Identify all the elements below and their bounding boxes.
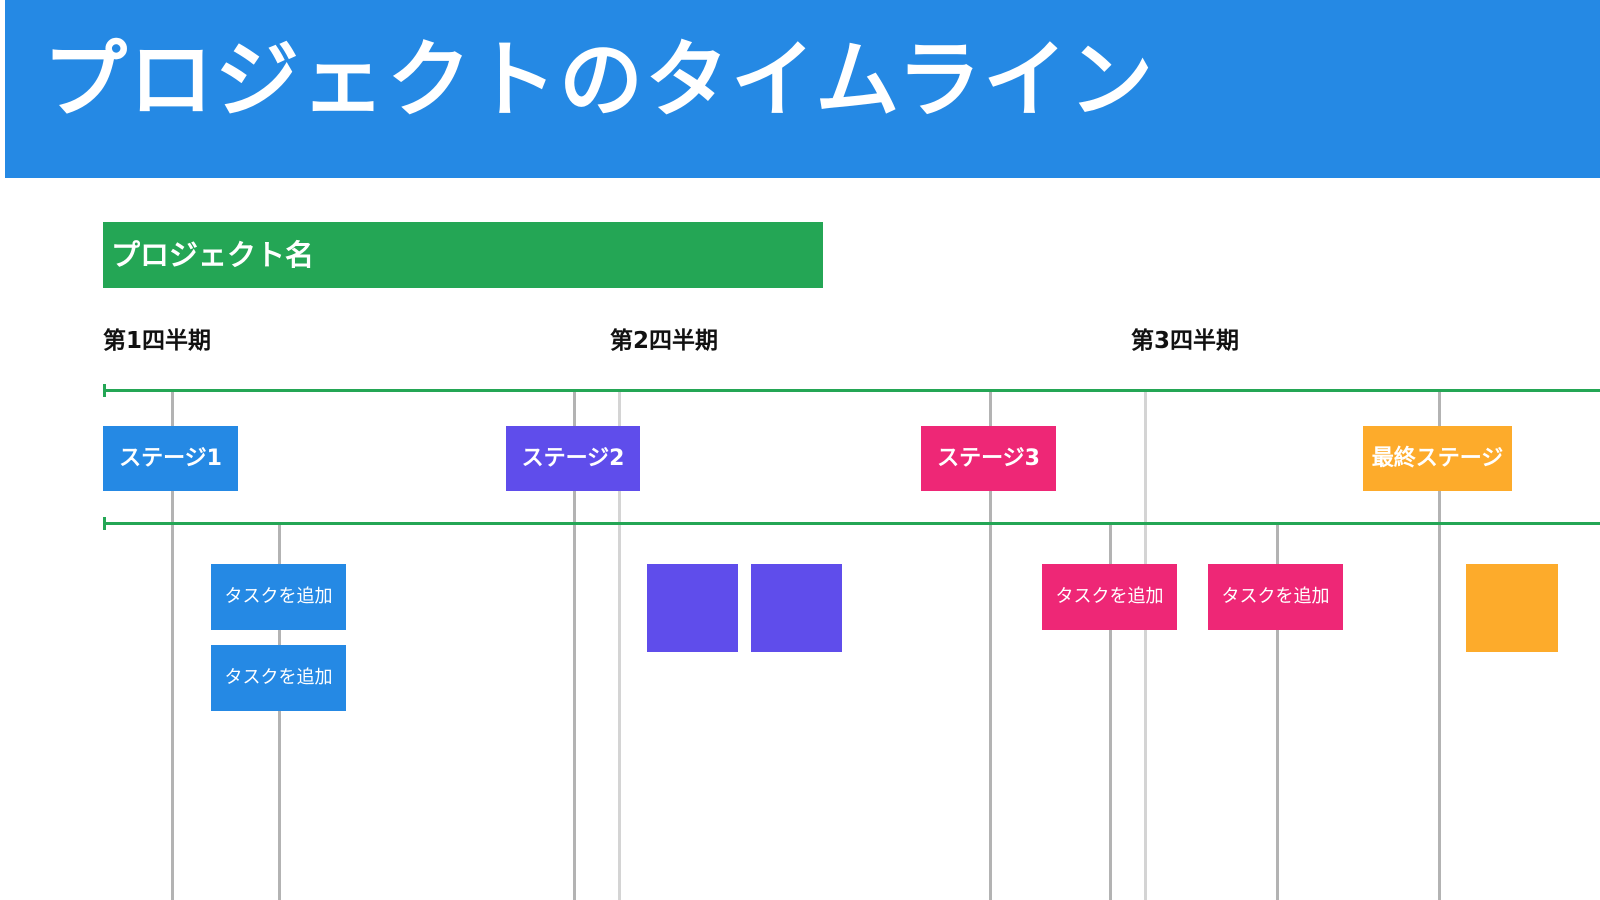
timeline-bottom-line xyxy=(104,522,1600,525)
quarter-2-divider-line xyxy=(618,391,621,900)
page-title: プロジェクトのタイムライン xyxy=(43,31,1156,129)
final-stage-connector-line xyxy=(1438,391,1441,900)
stage1-add-task-2[interactable]: タスクを追加 xyxy=(211,645,346,711)
stage3-task1-connector-line xyxy=(1109,525,1112,900)
project-name-bar[interactable]: プロジェクト名 xyxy=(103,222,823,288)
quarter-3-label: 第3四半期 xyxy=(1131,328,1240,354)
timeline-top-start-tick xyxy=(103,384,106,397)
final-stage-box[interactable]: 最終ステージ xyxy=(1363,426,1512,491)
stage3-add-task-2[interactable]: タスクを追加 xyxy=(1208,564,1343,630)
stage1-task-connector-line xyxy=(278,525,281,900)
final-stage-task-block[interactable] xyxy=(1466,564,1558,652)
stage-3-box[interactable]: ステージ3 xyxy=(921,426,1056,491)
quarter-1-label: 第1四半期 xyxy=(103,328,212,354)
stage-2-box[interactable]: ステージ2 xyxy=(506,426,640,491)
stage3-add-task-1[interactable]: タスクを追加 xyxy=(1042,564,1177,630)
stage2-task-block-2[interactable] xyxy=(751,564,842,652)
timeline-bottom-start-tick xyxy=(103,517,106,530)
quarter-3-divider-line xyxy=(1144,391,1147,900)
project-name-label: プロジェクト名 xyxy=(111,238,315,272)
stage1-connector-line xyxy=(171,391,174,900)
stage-1-box[interactable]: ステージ1 xyxy=(103,426,238,491)
stage2-connector-line xyxy=(573,391,576,900)
stage3-connector-line xyxy=(989,391,992,900)
header-banner: プロジェクトのタイムライン xyxy=(5,0,1600,178)
stage2-task-block-1[interactable] xyxy=(647,564,738,652)
quarter-2-label: 第2四半期 xyxy=(610,328,719,354)
timeline-top-line xyxy=(104,389,1600,392)
stage1-add-task-1[interactable]: タスクを追加 xyxy=(211,564,346,630)
stage3-task2-connector-line xyxy=(1276,525,1279,900)
